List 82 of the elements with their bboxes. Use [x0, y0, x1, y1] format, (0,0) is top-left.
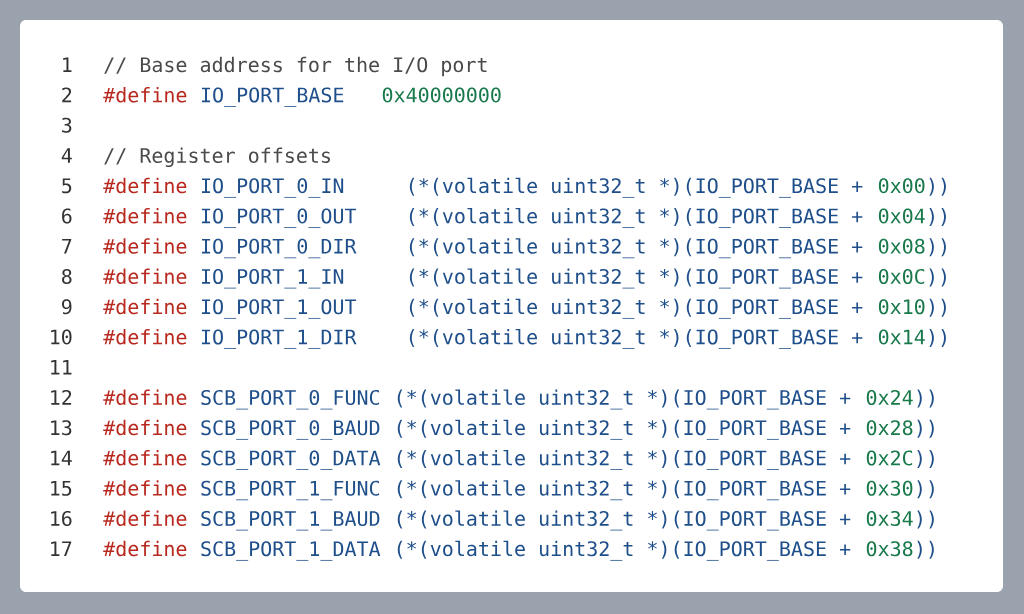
line-number: 10 — [51, 329, 72, 345]
code-expression: (*(volatile uint32_t *)(IO_PORT_BASE + — [409, 268, 863, 289]
code-expression: (*(volatile uint32_t *)(IO_PORT_BASE + — [397, 480, 851, 501]
code-keyword: #define — [103, 389, 187, 406]
line-number: 12 — [51, 389, 72, 405]
code-expression: )) — [917, 450, 934, 468]
code-identifier: IO_PORT_0_IN — [201, 178, 344, 198]
line-number: 16 — [51, 510, 72, 527]
code-identifier: SCB_PORT_0_BAUD — [201, 420, 380, 440]
code-identifier: IO_PORT_0_OUT — [201, 208, 357, 228]
code-expression: (*(volatile uint32_t *)(IO_PORT_BASE + — [397, 449, 851, 470]
hex-literal: 0x38 — [866, 541, 913, 557]
hex-literal: 0x30 — [866, 480, 913, 496]
hex-literal: 0x04 — [878, 208, 925, 224]
line-number: 3 — [62, 117, 72, 133]
code-keyword: #define — [103, 510, 187, 527]
code-expression: (*(volatile uint32_t *)(IO_PORT_BASE + — [409, 177, 863, 198]
code-keyword: #define — [103, 208, 187, 224]
line-number: 6 — [62, 208, 72, 224]
hex-literal: 0x40000000 — [382, 87, 501, 103]
code-expression: )) — [917, 510, 934, 529]
code-expression: )) — [929, 329, 946, 347]
code-expression: (*(volatile uint32_t *)(IO_PORT_BASE + — [397, 540, 851, 561]
code-keyword: #define — [103, 298, 187, 315]
line-number: 5 — [62, 178, 72, 194]
code-expression: (*(volatile uint32_t *)(IO_PORT_BASE + — [409, 238, 863, 259]
code-expression: (*(volatile uint32_t *)(IO_PORT_BASE + — [397, 389, 851, 410]
line-number: 8 — [62, 268, 72, 285]
line-number: 4 — [61, 148, 72, 163]
code-keyword: #define — [103, 177, 187, 194]
code-expression: )) — [929, 177, 946, 196]
code-identifier: IO_PORT_0_DIR — [201, 238, 357, 259]
code-identifier: IO_PORT_1_DIR — [201, 329, 357, 349]
code-keyword: #define — [103, 329, 187, 345]
code-expression: )) — [917, 389, 934, 408]
hex-literal: 0x08 — [878, 238, 925, 254]
code-expression: )) — [929, 208, 946, 226]
code-expression: )) — [929, 268, 946, 287]
code-keyword: #define — [103, 450, 187, 466]
code-expression: )) — [917, 419, 934, 438]
line-number: 9 — [62, 299, 72, 315]
line-number: 7 — [62, 238, 72, 254]
hex-literal: 0x34 — [866, 510, 913, 527]
code-keyword: #define — [103, 480, 187, 496]
code-identifier: IO_PORT_1_IN — [201, 268, 344, 289]
code-identifier: SCB_PORT_1_FUNC — [201, 480, 380, 501]
code-keyword: #define — [103, 268, 187, 285]
code-identifier: IO_PORT_BASE — [201, 87, 344, 107]
code-expression: )) — [929, 238, 946, 257]
code-expression: (*(volatile uint32_t *)(IO_PORT_BASE + — [397, 419, 851, 440]
code-expression: (*(volatile uint32_t *)(IO_PORT_BASE + — [409, 328, 863, 349]
code-keyword: #define — [103, 540, 187, 557]
code-expression: (*(volatile uint32_t *)(IO_PORT_BASE + — [409, 298, 863, 319]
line-number: 14 — [51, 450, 72, 466]
code-identifier: IO_PORT_1_OUT — [201, 299, 357, 319]
hex-literal: 0x2C — [866, 450, 913, 466]
code-keyword: #define — [103, 238, 187, 254]
code-identifier: SCB_PORT_1_DATA — [201, 541, 381, 561]
hex-literal: 0x28 — [866, 420, 913, 436]
code-identifier: SCB_PORT_1_BAUD — [201, 510, 380, 531]
line-number: 1 — [63, 57, 72, 72]
code-keyword: #define — [103, 419, 187, 436]
line-number: 11 — [51, 359, 72, 375]
code-comment: // Base address for the I/O port — [104, 56, 487, 77]
code-expression: )) — [917, 540, 934, 559]
hex-literal: 0x0C — [878, 268, 925, 285]
hex-literal: 0x14 — [878, 329, 925, 345]
code-identifier: SCB_PORT_0_FUNC — [201, 389, 380, 410]
code-keyword: #define — [103, 87, 187, 103]
hex-literal: 0x24 — [866, 389, 913, 406]
code-expression: (*(volatile uint32_t *)(IO_PORT_BASE + — [409, 207, 863, 228]
hex-literal: 0x10 — [878, 299, 925, 315]
code-expression: )) — [929, 298, 946, 317]
line-number: 17 — [51, 541, 72, 556]
code-expression: (*(volatile uint32_t *)(IO_PORT_BASE + — [397, 510, 851, 531]
code-comment: // Register offsets — [104, 147, 330, 168]
code-expression: )) — [917, 480, 934, 499]
hex-literal: 0x00 — [878, 178, 925, 194]
code-identifier: SCB_PORT_0_DATA — [201, 450, 381, 470]
line-number: 2 — [62, 87, 72, 103]
line-number: 13 — [51, 420, 72, 436]
line-number: 15 — [51, 480, 72, 496]
